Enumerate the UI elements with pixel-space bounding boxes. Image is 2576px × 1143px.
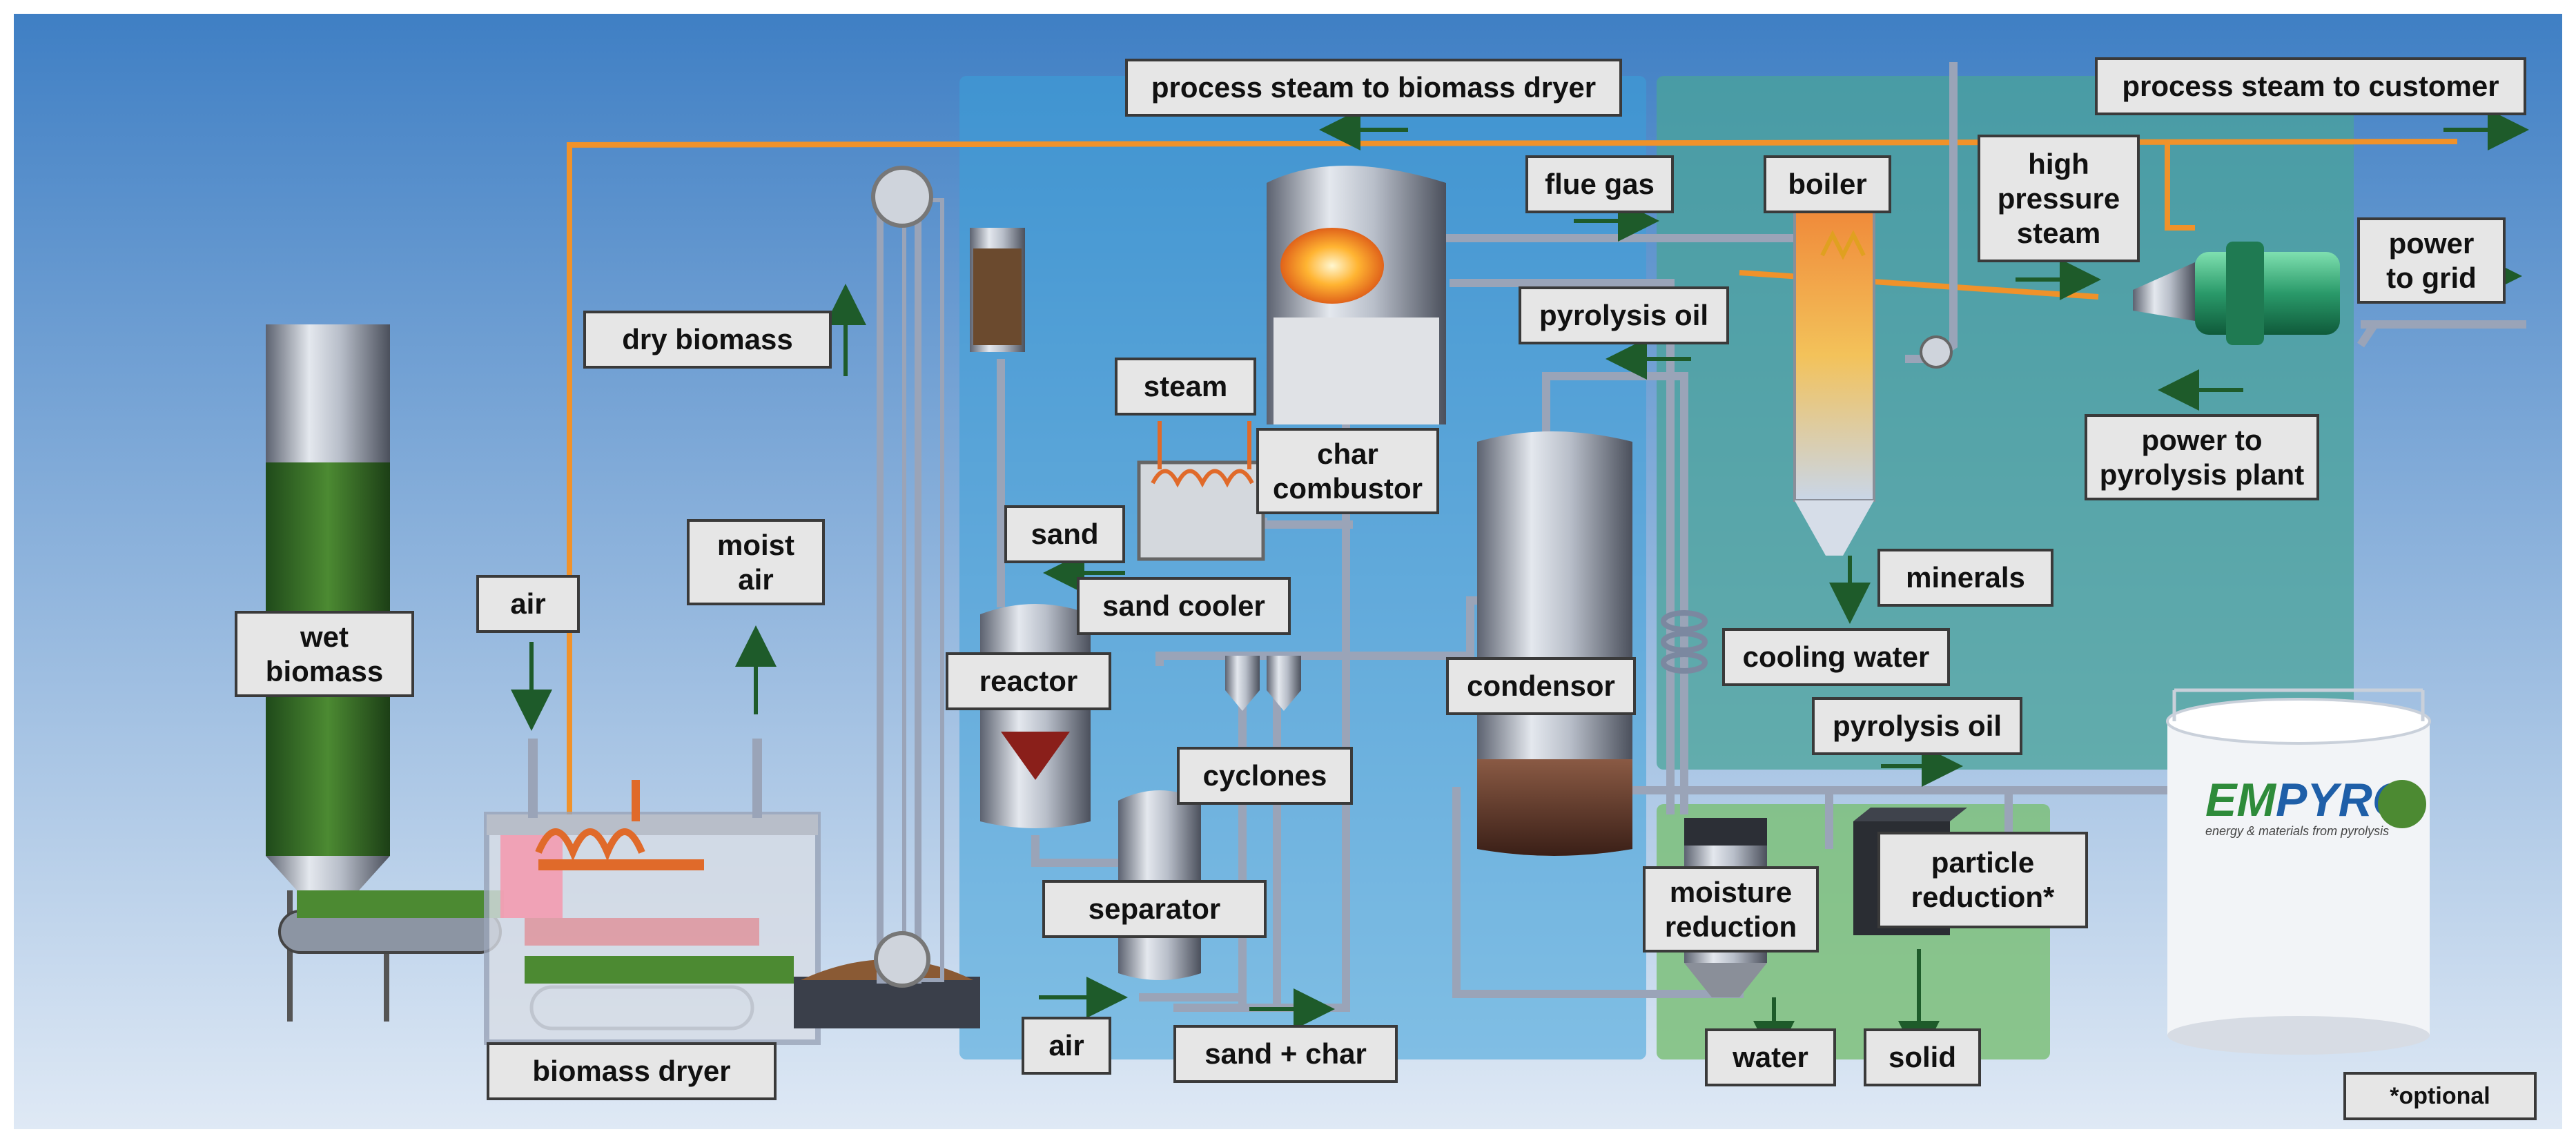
reactor-vessel: [980, 604, 1091, 828]
cyclone-units: [1225, 656, 1301, 711]
label-condensor: condensor: [1446, 657, 1636, 715]
biomass-dryer: [484, 739, 821, 1045]
cooling-coil: [1661, 610, 1708, 674]
label-process-steam-to-customer: process steam to customer: [2095, 57, 2526, 115]
label-cyclones: cyclones: [1177, 747, 1353, 805]
label-cooling-water: cooling water: [1722, 628, 1950, 686]
label-moist-air: moist air: [687, 519, 825, 605]
label-air-left: air: [476, 575, 580, 633]
sand-cooler-unit: [1137, 421, 1265, 561]
label-wet-biomass: wet biomass: [235, 611, 414, 697]
bucket-elevator: [794, 166, 980, 1028]
label-flue-gas: flue gas: [1525, 155, 1674, 213]
empyro-storage-tank: [2166, 688, 2431, 1055]
label-reactor: reactor: [946, 652, 1111, 710]
label-sand-plus-char: sand + char: [1173, 1025, 1398, 1083]
label-power-to-pyrolysis-plant: power to pyrolysis plant: [2085, 414, 2319, 500]
label-minerals: minerals: [1877, 549, 2053, 607]
label-solid: solid: [1864, 1028, 1981, 1086]
condensor-vessel: [1477, 431, 1632, 856]
boiler-vessel: [1793, 209, 1953, 556]
label-char-combustor: char combustor: [1256, 428, 1439, 514]
label-power-to-grid: power to grid: [2357, 217, 2506, 304]
label-biomass-dryer: biomass dryer: [487, 1042, 777, 1100]
biomass-hopper: [970, 228, 1025, 352]
label-pyrolysis-oil-top: pyrolysis oil: [1519, 286, 1729, 344]
label-dry-biomass: dry biomass: [583, 311, 832, 369]
empyro-logo: EMPYRO energy & materials from pyrolysis: [2205, 773, 2426, 870]
logo-em: EM: [2205, 774, 2276, 826]
label-optional-note: *optional: [2343, 1072, 2537, 1120]
label-sand: sand: [1004, 505, 1125, 563]
logo-emblem: [2378, 780, 2426, 828]
label-air-bottom: air: [1022, 1017, 1111, 1075]
char-combustor-vessel: [1267, 166, 1446, 424]
logo-tagline: energy & materials from pyrolysis: [2205, 824, 2390, 838]
label-steam: steam: [1115, 358, 1256, 416]
label-sand-cooler: sand cooler: [1077, 577, 1291, 635]
label-moisture-reduction: moisture reduction: [1643, 866, 1819, 952]
turbine-generator: [2133, 242, 2340, 345]
label-water: water: [1705, 1028, 1836, 1086]
label-pyrolysis-oil-bottom: pyrolysis oil: [1812, 697, 2022, 755]
label-boiler: boiler: [1764, 155, 1891, 213]
label-process-steam-to-biomass-dryer: process steam to biomass dryer: [1125, 59, 1622, 117]
label-separator: separator: [1042, 880, 1267, 938]
label-particle-reduction: particle reduction*: [1877, 832, 2088, 928]
label-high-pressure-steam: high pressure steam: [1978, 135, 2140, 262]
